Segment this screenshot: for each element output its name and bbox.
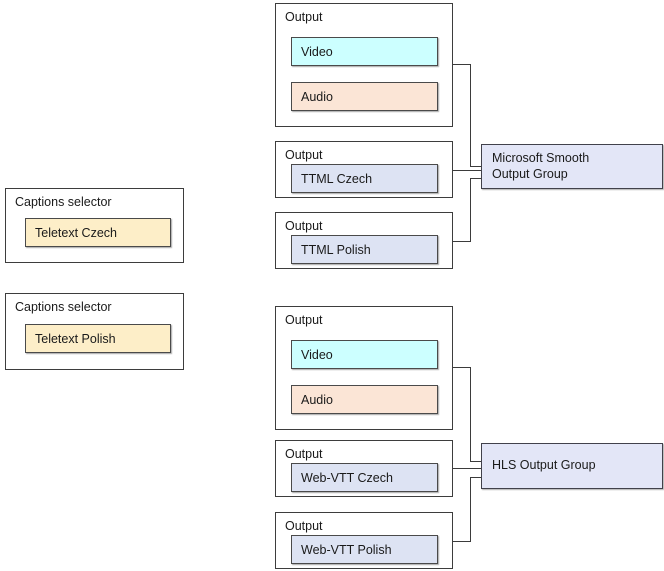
connector-hls-av-vertical: [470, 367, 471, 462]
connector-hls-webvtt-czech: [453, 468, 482, 469]
teletext-polish-chip[interactable]: Teletext Polish: [25, 324, 171, 353]
captions-selector-label: Captions selector: [15, 300, 112, 314]
teletext-czech-chip[interactable]: Teletext Czech: [25, 218, 171, 247]
output-box-ttml-czech[interactable]: Output TTML Czech: [275, 141, 453, 198]
connector-hls-av-entry: [470, 461, 482, 462]
output-label: Output: [285, 313, 323, 327]
output-box-webvtt-polish[interactable]: Output Web-VTT Polish: [275, 512, 453, 569]
video-chip[interactable]: Video: [291, 37, 438, 66]
audio-chip-label: Audio: [301, 89, 333, 104]
output-box-hls-av[interactable]: Output Video Audio: [275, 306, 453, 430]
output-label: Output: [285, 219, 323, 233]
webvtt-polish-chip-label: Web-VTT Polish: [301, 542, 392, 557]
connector-smooth-ttml-polish-entry: [470, 178, 482, 179]
connector-hls-webvtt-polish-horizontal: [453, 541, 470, 542]
output-group-hls[interactable]: HLS Output Group: [481, 443, 663, 489]
captions-selector-label: Captions selector: [15, 195, 112, 209]
output-box-ttml-polish[interactable]: Output TTML Polish: [275, 212, 453, 269]
connector-hls-webvtt-polish-entry: [470, 477, 482, 478]
teletext-czech-chip-label: Teletext Czech: [35, 225, 117, 240]
output-group-microsoft-smooth[interactable]: Microsoft Smooth Output Group: [481, 144, 663, 189]
ttml-czech-chip[interactable]: TTML Czech: [291, 164, 438, 193]
webvtt-polish-chip[interactable]: Web-VTT Polish: [291, 535, 438, 564]
output-box-smooth-av[interactable]: Output Video Audio: [275, 3, 453, 127]
connector-hls-av-horizontal: [453, 367, 470, 368]
output-label: Output: [285, 148, 323, 162]
output-group-microsoft-smooth-label: Microsoft Smooth Output Group: [492, 151, 590, 181]
output-label: Output: [285, 10, 323, 24]
output-label: Output: [285, 447, 323, 461]
audio-chip[interactable]: Audio: [291, 82, 438, 111]
connector-smooth-av-entry: [470, 166, 482, 167]
connector-hls-webvtt-polish-vertical: [470, 477, 471, 542]
audio-chip-label: Audio: [301, 392, 333, 407]
captions-selector-polish[interactable]: Captions selector Teletext Polish: [5, 293, 184, 370]
connector-smooth-av-horizontal: [453, 64, 470, 65]
audio-chip[interactable]: Audio: [291, 385, 438, 414]
ttml-polish-chip-label: TTML Polish: [301, 242, 371, 257]
video-chip[interactable]: Video: [291, 340, 438, 369]
ttml-polish-chip[interactable]: TTML Polish: [291, 235, 438, 264]
connector-smooth-ttml-czech: [453, 170, 482, 171]
captions-selector-czech[interactable]: Captions selector Teletext Czech: [5, 188, 184, 263]
webvtt-czech-chip[interactable]: Web-VTT Czech: [291, 463, 438, 492]
webvtt-czech-chip-label: Web-VTT Czech: [301, 470, 393, 485]
video-chip-label: Video: [301, 347, 333, 362]
output-label: Output: [285, 519, 323, 533]
output-box-webvtt-czech[interactable]: Output Web-VTT Czech: [275, 440, 453, 497]
teletext-polish-chip-label: Teletext Polish: [35, 331, 116, 346]
connector-smooth-av-vertical: [470, 64, 471, 167]
connector-smooth-ttml-polish-vertical: [470, 178, 471, 242]
ttml-czech-chip-label: TTML Czech: [301, 171, 373, 186]
output-group-hls-label: HLS Output Group: [492, 458, 596, 473]
video-chip-label: Video: [301, 44, 333, 59]
connector-smooth-ttml-polish-horizontal: [453, 241, 470, 242]
